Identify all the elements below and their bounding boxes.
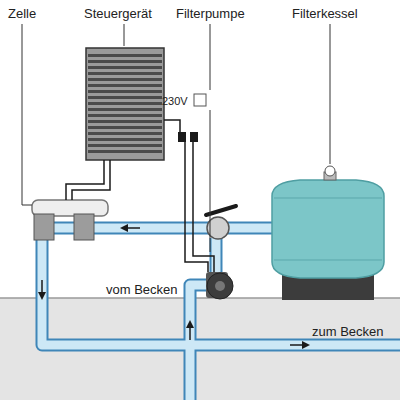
flow-label: vom Becken [106,282,178,297]
part-label: Zelle [8,6,36,21]
control-unit [86,48,164,160]
electrolysis-cell [32,200,108,240]
leader-lines [22,24,330,252]
wires [66,120,214,272]
voltage-label: 230V [162,94,188,109]
part-label: Filterpumpe [176,6,245,21]
flow-arrows [42,228,306,345]
flow-label: zum Becken [312,324,384,339]
part-label: Filterkessel [292,6,358,21]
part-label: Steuergerät [84,6,152,21]
filter-pump [206,272,233,299]
filter-tank [272,166,384,300]
